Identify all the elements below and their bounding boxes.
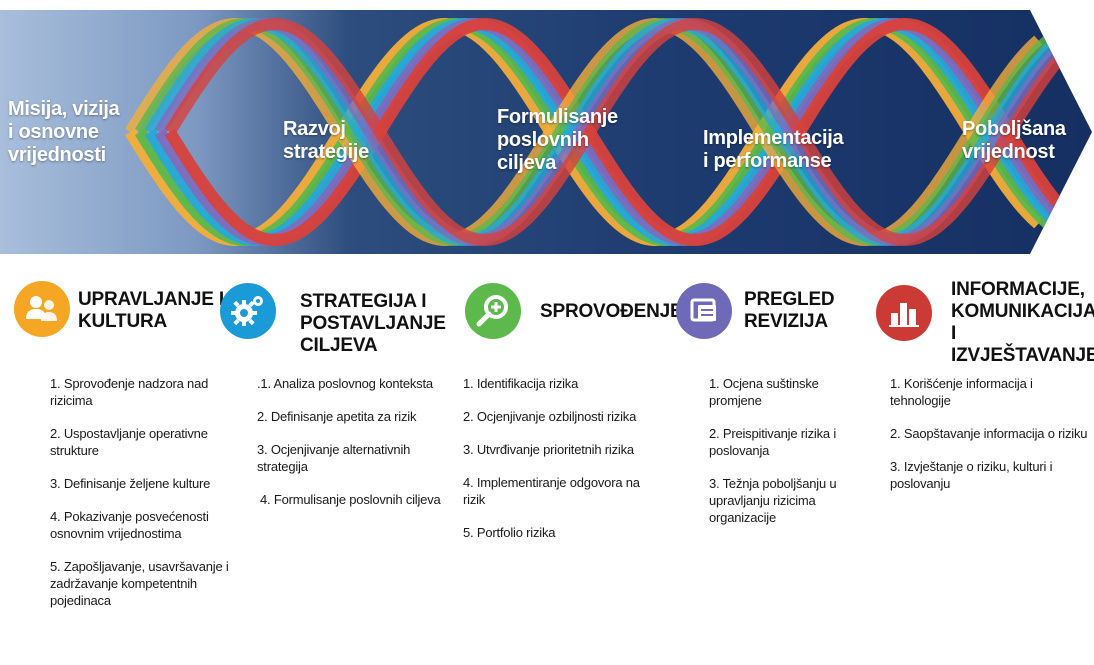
list-item: 3. Definisanje željene kulture — [50, 476, 211, 491]
list-item: 1. Korišćenje informacija i tehnologije — [890, 376, 1033, 408]
title-line: SPROVOĐENJE — [540, 301, 683, 322]
list-item: 3. Težnja poboljšanju u upravljanju rizi… — [709, 476, 837, 525]
list-item: 2. Saopštavanje informacija o riziku — [890, 426, 1088, 441]
list-item: 1. Identifikacija rizika — [463, 376, 579, 391]
value-chain-banner — [0, 10, 1092, 254]
list-item: 3. Ocjenjivanje alternativnih strategija — [257, 442, 411, 474]
bar-chart-icon — [876, 285, 932, 341]
component-item-list: 1. Ocjena suštinske promjene 2. Preispit… — [709, 375, 859, 542]
magnifier-plus-icon — [465, 283, 521, 339]
stage-line: Misija, vizija — [8, 98, 120, 120]
list-item: 4. Implementiranje odgovora na rizik — [463, 475, 640, 507]
list-item: 5. Zapošljavanje, usavršavanje i zadržav… — [50, 559, 229, 608]
title-line: IZVJEŠTAVANJE — [951, 345, 1094, 366]
title-line: UPRAVLJANJE I — [78, 289, 224, 310]
title-line: POSTAVLJANJE — [300, 313, 446, 334]
list-item: 4. Pokazivanje posvećenosti osnovnim vri… — [50, 509, 209, 541]
component-item-list: 1. Identifikacija rizika 2. Ocjenjivanje… — [463, 375, 663, 557]
component-title: STRATEGIJA I POSTAVLJANJE CILJEVA — [300, 291, 446, 357]
gears-icon — [220, 283, 276, 339]
stage-line: Razvoj — [283, 118, 346, 140]
list-item: 2. Definisanje apetita za rizik — [257, 409, 417, 424]
title-line: INFORMACIJE, — [951, 279, 1085, 300]
stage-line: vrijednosti — [8, 144, 106, 166]
title-line: CILJEVA — [300, 335, 378, 356]
stage-line: Formulisanje — [497, 106, 618, 128]
list-item: 3. Utvrđivanje prioritetnih rizika — [463, 442, 634, 457]
people-icon — [14, 281, 70, 337]
component-information-reporting: INFORMACIJE, KOMUNIKACIJA I IZVJEŠTAVANJ… — [876, 279, 1094, 491]
stage-line: vrijednost — [962, 141, 1055, 163]
list-item: 4. Formulisanje poslovnih ciljeva — [260, 492, 441, 507]
stage-label-mission: Misija, vizija i osnovne vrijednosti — [8, 98, 120, 167]
list-item: 2. Uspostavljanje operativne strukture — [50, 426, 208, 458]
list-item: 2. Ocjenjivanje ozbiljnosti rizika — [463, 409, 637, 424]
stage-label-implementation: Implementacija i performanse — [703, 127, 844, 173]
title-line: PREGLED — [744, 289, 835, 310]
component-title: SPROVOĐENJE — [540, 301, 683, 323]
component-title: PREGLED REVIZIJA — [744, 289, 835, 333]
stage-line: strategije — [283, 141, 369, 163]
stage-line: poslovnih — [497, 129, 589, 151]
component-governance-culture: UPRAVLJANJE I KULTURA 1. Sprovođenje nad… — [14, 281, 236, 608]
title-line: STRATEGIJA I — [300, 291, 427, 312]
stage-line: i osnovne — [8, 121, 99, 143]
list-item: .1. Analiza poslovnog konteksta — [257, 376, 433, 391]
stage-label-objectives: Formulisanje poslovnih ciljeva — [497, 106, 618, 175]
stage-line: i performanse — [703, 150, 832, 172]
document-review-icon — [676, 283, 732, 339]
component-title: INFORMACIJE, KOMUNIKACIJA I IZVJEŠTAVANJ… — [951, 279, 1094, 367]
component-item-list: 1. Korišćenje informacija i tehnologije … — [890, 375, 1094, 508]
component-item-list: 1. Sprovođenje nadzora nad rizicima 2. U… — [50, 375, 236, 625]
title-line: KULTURA — [78, 311, 168, 332]
list-item: 1. Ocjena suštinske promjene — [709, 376, 819, 408]
list-item: 5. Portfolio rizika — [463, 525, 556, 540]
list-item: 3. Izvještanje o riziku, kulturi i poslo… — [890, 459, 1053, 491]
stage-line: ciljeva — [497, 152, 557, 174]
component-title: UPRAVLJANJE I KULTURA — [78, 289, 224, 333]
title-line: KOMUNIKACIJA I — [951, 301, 1094, 344]
stage-line: Poboljšana — [962, 118, 1066, 140]
title-line: REVIZIJA — [744, 311, 828, 332]
ribbon-band-red-front — [164, 18, 1082, 246]
list-item: 2. Preispitivanje rizika i poslovanja — [709, 426, 837, 458]
dna-ribbons — [125, 18, 1082, 246]
stage-label-value: Poboljšana vrijednost — [962, 118, 1066, 164]
stage-line: Implementacija — [703, 127, 844, 149]
ribbon-band-red-back — [164, 18, 1082, 246]
stage-label-strategy: Razvoj strategije — [283, 118, 369, 164]
component-review-revision: PREGLED REVIZIJA 1. Ocjena suštinske pro… — [676, 281, 856, 525]
component-performance: SPROVOĐENJE 1. Identifikacija rizika 2. … — [463, 281, 683, 540]
component-item-list: .1. Analiza poslovnog konteksta 2. Defin… — [257, 375, 447, 524]
list-item: 1. Sprovođenje nadzora nad rizicima — [50, 376, 209, 408]
component-strategy-objectives: STRATEGIJA I POSTAVLJANJE CILJEVA .1. An… — [220, 281, 446, 507]
